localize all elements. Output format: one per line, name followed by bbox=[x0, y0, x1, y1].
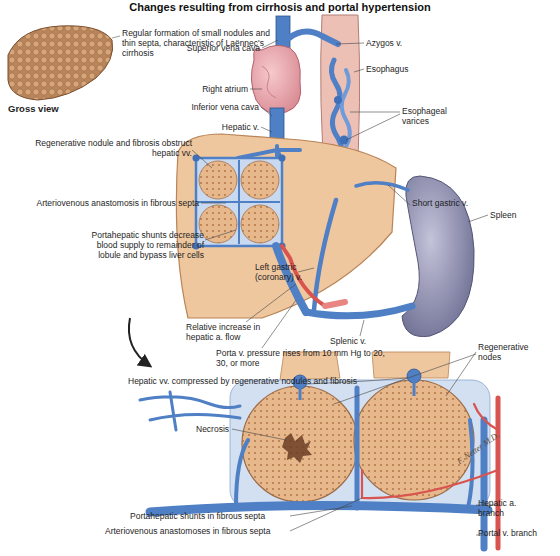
anatomy-label: Short gastric v. bbox=[412, 198, 468, 208]
anatomy-label: Necrosis bbox=[196, 424, 229, 434]
short-gastric-vein bbox=[356, 183, 408, 190]
anatomy-label: Portal v. branch bbox=[478, 528, 540, 538]
anatomy-label: Portahepatic shunts decrease blood suppl… bbox=[74, 230, 204, 260]
anatomy-label: Regenerative nodule and fibrosis obstruc… bbox=[14, 138, 192, 158]
anatomy-label: Arteriovenous anastomoses in fibrous sep… bbox=[105, 526, 270, 536]
leader-line bbox=[336, 43, 364, 44]
portahepatic-shunt bbox=[355, 388, 360, 508]
left-gastric-vein bbox=[314, 200, 336, 310]
leader-line bbox=[290, 498, 362, 531]
anatomy-label: Left gastric (coronary) v. bbox=[255, 262, 317, 282]
leader-line bbox=[290, 506, 352, 516]
anatomy-label: Azygos v. bbox=[366, 38, 402, 48]
leader-line bbox=[360, 320, 364, 336]
hepatic-artery-branch bbox=[496, 398, 501, 548]
anatomy-label: Regenerative nodes bbox=[478, 342, 540, 362]
necrosis bbox=[282, 433, 312, 463]
leader-line bbox=[354, 69, 364, 72]
azygos-vein bbox=[289, 31, 338, 44]
anatomy-label: Relative increase in hepatic a. flow bbox=[186, 322, 274, 342]
splenic-vein bbox=[306, 306, 412, 316]
leader-line bbox=[446, 352, 476, 396]
view-title: Gross view bbox=[8, 104, 98, 114]
diagram-title: Changes resulting from cirrhosis and por… bbox=[0, 1, 560, 13]
varix-knot bbox=[334, 96, 342, 104]
lobule bbox=[196, 158, 282, 246]
anatomy-label: Portahepatic shunts in fibrous septa bbox=[130, 511, 265, 521]
leader-line bbox=[192, 150, 212, 168]
anatomy-label: Spleen bbox=[490, 210, 516, 220]
leader-line bbox=[232, 429, 286, 440]
leader-line bbox=[262, 40, 278, 48]
anatomy-label: Hepatic a. branch bbox=[478, 498, 540, 518]
leader-line bbox=[262, 300, 296, 348]
regenerative-node bbox=[242, 386, 358, 502]
anatomy-label: Superior vena cava bbox=[187, 43, 260, 53]
leader-line bbox=[346, 114, 400, 140]
anatomy-label: Porta v. pressure rises from 10 mm Hg to… bbox=[216, 348, 398, 368]
anatomy-label: Esophagus bbox=[366, 64, 409, 74]
leader-line bbox=[298, 268, 314, 272]
anatomy-label: Right atrium bbox=[202, 84, 248, 94]
leader-line bbox=[250, 89, 262, 90]
regenerative-nodule bbox=[199, 205, 237, 243]
atrium-detail bbox=[262, 66, 276, 98]
leader-line bbox=[246, 284, 296, 322]
spleen bbox=[402, 176, 474, 337]
regenerative-nodule bbox=[241, 205, 279, 243]
leader-line bbox=[261, 107, 272, 116]
leader-lines bbox=[192, 40, 500, 535]
anatomy-label: Hepatic vv. compressed by regenerative n… bbox=[128, 376, 357, 386]
anatomy-label: Inferior vena cava bbox=[191, 102, 259, 112]
portahepatic-shunt bbox=[236, 420, 473, 508]
hepatic-artery bbox=[325, 302, 345, 306]
leader-line bbox=[468, 215, 488, 222]
anatomy-label: Arteriovenous anastomosis in fibrous sep… bbox=[36, 198, 199, 208]
varix-knot bbox=[340, 136, 349, 145]
anatomy-label: Esophageal varices bbox=[402, 106, 454, 126]
detail-arrow bbox=[129, 318, 150, 366]
regenerative-node bbox=[354, 380, 474, 500]
fibrous-septa bbox=[230, 380, 490, 508]
anatomy-label: Hepatic v. bbox=[222, 122, 259, 132]
portahepatic-shunt bbox=[198, 160, 280, 244]
leader-line bbox=[388, 185, 410, 205]
leader-line bbox=[112, 36, 120, 38]
regenerative-nodule bbox=[199, 161, 237, 199]
septal-vessel bbox=[279, 155, 286, 162]
leader-line bbox=[261, 127, 272, 132]
leader-line bbox=[201, 203, 226, 204]
leader-line bbox=[205, 230, 236, 240]
leader-line bbox=[350, 112, 400, 113]
gross-liver bbox=[8, 26, 113, 100]
anatomy-label: Splenic v. bbox=[330, 336, 366, 346]
regenerative-nodule bbox=[241, 161, 279, 199]
liver bbox=[176, 134, 396, 318]
